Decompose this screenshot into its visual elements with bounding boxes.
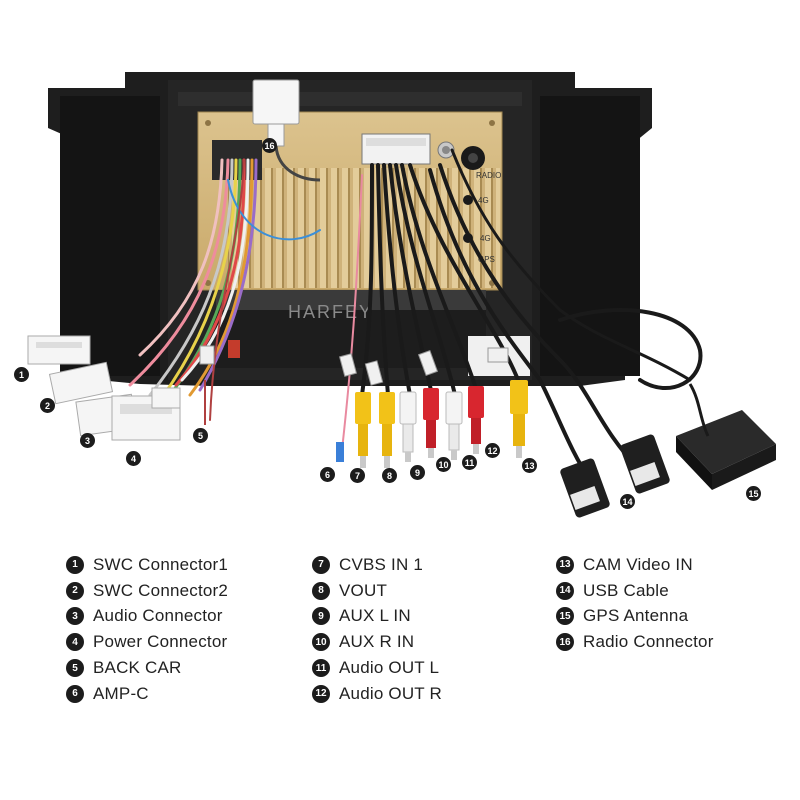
legend-number: 5 <box>66 659 84 678</box>
swc-connector-2 <box>48 361 114 405</box>
legend-label: Audio Connector <box>93 606 223 626</box>
4g-port-label: 4G <box>478 196 489 205</box>
legend-column-1: 1 SWC Connector1 2 SWC Connector2 3 Audio C… <box>66 552 228 707</box>
swc-connector-1 <box>27 335 91 365</box>
callout-6: 6 <box>320 467 335 482</box>
callout-5: 5 <box>193 428 208 443</box>
legend-number: 9 <box>312 607 330 626</box>
legend-label: GPS Antenna <box>583 606 689 626</box>
legend-item: 5 BACK CAR <box>66 655 228 681</box>
legend-label: AUX L IN <box>339 606 411 626</box>
legend-label: Audio OUT R <box>339 683 442 703</box>
callout-10: 10 <box>436 457 451 472</box>
power-connector <box>111 387 181 441</box>
legend-item: 14 USB Cable <box>556 578 714 604</box>
callout-3: 3 <box>80 433 95 448</box>
legend-item: 8 VOUT <box>312 578 442 604</box>
legend-label: VOUT <box>339 580 388 600</box>
legend-label: Power Connector <box>93 632 228 652</box>
usb-cables <box>560 434 670 518</box>
legend-number: 12 <box>312 684 330 703</box>
callout-12: 12 <box>485 443 500 458</box>
legend-item: 15 GPS Antenna <box>556 604 714 630</box>
legend-number: 1 <box>66 555 84 574</box>
rca-cvbs-in-1 <box>355 392 371 468</box>
legend-label: SWC Connector1 <box>93 554 229 574</box>
rca-cable-bundle <box>341 148 703 482</box>
legend-label: BACK CAR <box>93 658 182 678</box>
legend-label: CVBS IN 1 <box>339 554 423 574</box>
rca-aux-l-in <box>399 391 417 462</box>
legend-number: 11 <box>312 659 330 678</box>
legend-label: USB Cable <box>583 580 669 600</box>
legend-number: 14 <box>556 581 574 600</box>
callout-7: 7 <box>350 468 365 483</box>
brand-watermark: HARFEY <box>288 302 373 322</box>
legend-item: 10 AUX R IN <box>312 629 442 655</box>
legend-number: 16 <box>556 633 574 652</box>
callout-14: 14 <box>620 494 635 509</box>
legend-label: SWC Connector2 <box>93 580 229 600</box>
legend-item: 3 Audio Connector <box>66 604 228 630</box>
legend-number: 6 <box>66 684 84 703</box>
radio-connector <box>252 79 321 182</box>
product-figure: RADIO 4G 4G GPS HARFEY <box>27 72 776 518</box>
rca-plugs <box>339 347 528 468</box>
radio-port-label: RADIO <box>476 171 501 180</box>
amp-c-plug <box>336 442 344 462</box>
rca-audio-out-r <box>468 386 484 454</box>
callout-13: 13 <box>522 458 537 473</box>
callout-16: 16 <box>262 138 277 153</box>
legend-item: 12 Audio OUT R <box>312 681 442 707</box>
legend-number: 10 <box>312 633 330 652</box>
legend-item: 6 AMP-C <box>66 681 228 707</box>
legend-column-2: 7 CVBS IN 1 8 VOUT 9 AUX L IN 10 AUX R IN 11… <box>312 552 442 707</box>
legend-number: 13 <box>556 555 574 574</box>
callout-4: 4 <box>126 451 141 466</box>
legend-item: 16 Radio Connector <box>556 629 714 655</box>
legend-item: 13 CAM Video IN <box>556 552 714 578</box>
callout-1: 1 <box>14 367 29 382</box>
legend-item: 11 Audio OUT L <box>312 655 442 681</box>
legend-label: CAM Video IN <box>583 554 693 574</box>
legend-label: Radio Connector <box>583 632 714 652</box>
rca-cam-video-in <box>510 380 528 458</box>
legend-item: 4 Power Connector <box>66 629 228 655</box>
legend-item: 1 SWC Connector1 <box>66 552 228 578</box>
legend-number: 15 <box>556 607 574 626</box>
legend-label: Audio OUT L <box>339 658 440 678</box>
legend-number: 4 <box>66 633 84 652</box>
legend-number: 3 <box>66 607 84 626</box>
callout-8: 8 <box>382 468 397 483</box>
rca-vout <box>379 392 395 468</box>
legend-label: AUX R IN <box>339 632 415 652</box>
legend-number: 7 <box>312 555 330 574</box>
callout-15: 15 <box>746 486 761 501</box>
legend-column-3: 13 CAM Video IN 14 USB Cable 15 GPS Antenna… <box>556 552 714 655</box>
left-wire-harness <box>128 158 321 421</box>
4g-port-label-2: 4G <box>480 234 491 243</box>
rca-aux-r-in <box>423 388 439 458</box>
legend-label: AMP-C <box>93 683 149 703</box>
callout-9: 9 <box>410 465 425 480</box>
lower-bracket: HARFEY <box>216 290 530 376</box>
legend-item: 2 SWC Connector2 <box>66 578 228 604</box>
rca-audio-out-l <box>445 391 463 460</box>
back-car-tag <box>199 345 215 365</box>
callout-11: 11 <box>462 455 477 470</box>
gps-antenna <box>676 383 776 490</box>
gps-port-label: GPS <box>478 255 495 264</box>
legend-number: 2 <box>66 581 84 600</box>
legend-item: 9 AUX L IN <box>312 604 442 630</box>
callout-2: 2 <box>40 398 55 413</box>
legend-number: 8 <box>312 581 330 600</box>
legend-item: 7 CVBS IN 1 <box>312 552 442 578</box>
